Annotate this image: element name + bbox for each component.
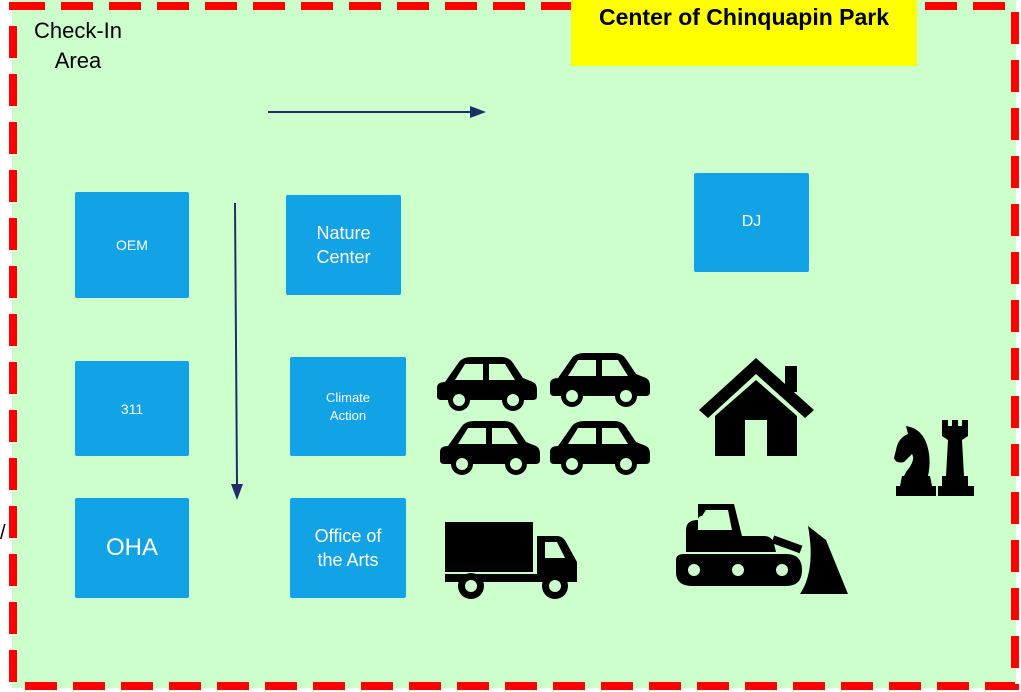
chess-icon — [894, 420, 974, 496]
booth-dj: DJ — [694, 173, 809, 272]
bulldozer-icon — [676, 504, 848, 594]
booth-office-of-the-arts-label: Office of the Arts — [314, 526, 382, 570]
car-icon — [437, 357, 537, 411]
booth-311: 311 — [75, 361, 189, 456]
booth-oem-label: OEM — [116, 237, 148, 253]
booth-oha: OHA — [75, 498, 189, 598]
car-icon — [440, 421, 540, 475]
park-title-text: Center of Chinquapin Park — [598, 3, 890, 30]
booth-office-of-the-arts: Office of the Arts — [290, 498, 406, 598]
booth-climate-action: Climate Action — [290, 357, 406, 456]
arrow-right — [268, 106, 486, 118]
park-title: Center of Chinquapin Park — [571, 0, 917, 66]
booth-oha-label: OHA — [105, 534, 158, 561]
house-icon — [699, 358, 814, 456]
arrow-down — [231, 202, 243, 500]
stray-mark: / — [0, 522, 6, 544]
booth-climate-action-label: Climate Action — [325, 389, 371, 423]
booth-dj-label: DJ — [741, 213, 762, 230]
booth-nature-center: Nature Center — [286, 195, 401, 295]
truck-icon — [445, 522, 577, 599]
booth-311-label: 311 — [120, 400, 144, 417]
car-icon — [550, 353, 650, 407]
check-in-area-label: Check-In Area — [33, 18, 123, 73]
booth-nature-center-label: Nature Center — [316, 223, 371, 267]
booth-oem: OEM — [75, 192, 189, 298]
car-icon — [550, 421, 650, 475]
